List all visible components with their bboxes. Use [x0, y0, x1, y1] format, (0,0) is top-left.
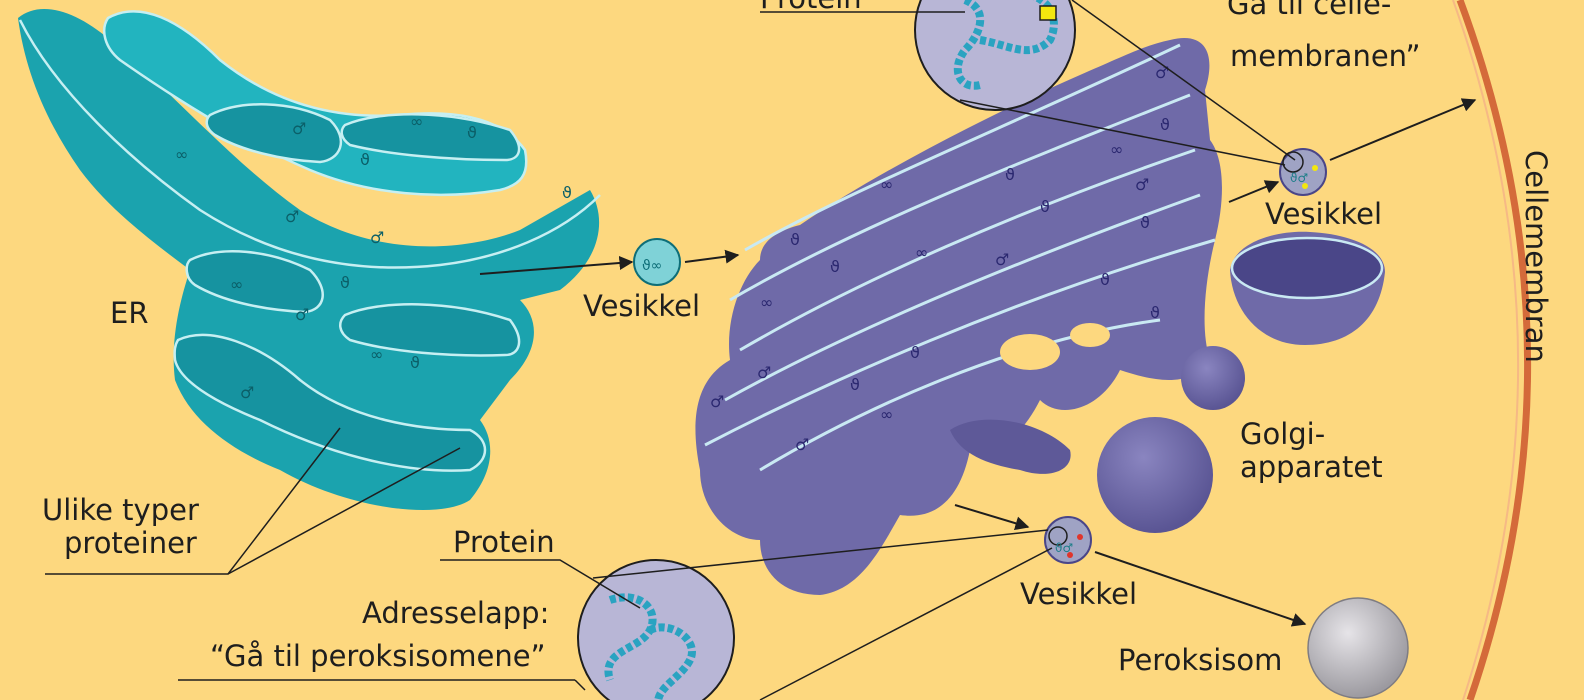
svg-text:ϑ: ϑ [1160, 115, 1170, 134]
svg-text:ϑ♂: ϑ♂ [1055, 541, 1073, 555]
zoom-circle-top [914, 0, 1076, 111]
svg-text:ϑ♂: ϑ♂ [1290, 171, 1308, 185]
label-vesicle-bottom: Vesikkel [1020, 577, 1138, 611]
label-cell-membrane: Cellemembran [1519, 150, 1553, 363]
svg-text:♂: ♂ [292, 119, 306, 138]
vesicle-to-membrane: ϑ♂ [1279, 148, 1327, 196]
svg-text:∞: ∞ [370, 345, 383, 364]
label-proteins-line1: Ulike typer [42, 493, 199, 527]
golgi-large-sphere [1097, 417, 1213, 533]
svg-text:ϑ: ϑ [910, 343, 920, 362]
label-golgi: Golgi- apparatet [1240, 417, 1383, 485]
svg-text:∞: ∞ [915, 243, 928, 262]
golgi-cup [1230, 231, 1385, 345]
label-tag-bottom-line1: Adresselapp: [362, 596, 550, 630]
svg-text:∞: ∞ [880, 405, 893, 424]
cell-membrane [1452, 0, 1532, 700]
golgi-small-sphere [1181, 346, 1245, 410]
label-proteins-line2: proteiner [64, 526, 197, 561]
vesicle-to-peroxisome: ϑ♂ [1044, 516, 1092, 564]
golgi-apparatus: ∞ ♂ ϑ ϑ ∞ ϑ ∞ ϑ ϑ ♂ ∞ ♂ ϑ ϑ ♂ ϑ ϑ ∞ ♂ ♂ … [695, 38, 1222, 596]
label-tag-top-line1: “Gå til celle- [1213, 0, 1392, 21]
svg-text:ϑ: ϑ [562, 183, 572, 202]
svg-text:ϑ: ϑ [410, 353, 420, 372]
svg-text:∞: ∞ [175, 145, 188, 164]
svg-text:ϑ∞: ϑ∞ [642, 258, 662, 274]
label-golgi-line2: apparatet [1240, 450, 1383, 485]
svg-text:ϑ: ϑ [1100, 270, 1110, 289]
label-golgi-line1: Golgi- [1240, 417, 1326, 451]
label-tag-top-line2: membranen” [1230, 39, 1421, 73]
svg-text:♂: ♂ [1135, 175, 1149, 194]
label-protein-top: Protein [760, 0, 862, 15]
svg-text:ϑ: ϑ [1005, 165, 1015, 184]
svg-text:∞: ∞ [880, 175, 893, 194]
svg-text:∞: ∞ [760, 293, 773, 312]
label-protein-bottom: Protein [453, 525, 555, 559]
label-peroxisome: Peroksisom [1118, 643, 1283, 677]
svg-text:♂: ♂ [285, 207, 299, 226]
svg-text:∞: ∞ [230, 275, 243, 294]
svg-text:ϑ: ϑ [1140, 213, 1150, 232]
peroxisome [1307, 597, 1409, 699]
label-tag-bottom-line2: “Gå til peroksisomene” [210, 639, 546, 673]
svg-text:ϑ: ϑ [1040, 197, 1050, 216]
label-proteins: Ulike typer proteiner [42, 493, 199, 561]
zoom-circle-bottom [577, 559, 735, 700]
endoplasmic-reticulum: ♂ ∞ ϑ ∞ ϑ ♂ ♂ ∞ ϑ ♂ ∞ ϑ ♂ ϑ [18, 9, 601, 510]
svg-text:ϑ: ϑ [1150, 303, 1160, 322]
svg-text:♂: ♂ [995, 250, 1009, 269]
svg-text:∞: ∞ [1110, 140, 1123, 159]
label-vesicle-er: Vesikkel [583, 289, 701, 323]
label-er: ER [110, 296, 149, 330]
svg-text:♂: ♂ [795, 435, 809, 454]
svg-text:ϑ: ϑ [360, 150, 370, 169]
svg-text:♂: ♂ [370, 228, 384, 247]
leader-lines [45, 0, 1477, 700]
svg-text:ϑ: ϑ [340, 273, 350, 292]
svg-text:♂: ♂ [240, 383, 254, 402]
svg-text:ϑ: ϑ [790, 230, 800, 249]
label-vesicle-top: Vesikkel [1265, 197, 1383, 231]
svg-text:♂: ♂ [1155, 63, 1169, 82]
svg-text:ϑ: ϑ [850, 375, 860, 394]
address-tag-yellow [1039, 5, 1057, 21]
svg-text:ϑ: ϑ [830, 257, 840, 276]
svg-text:∞: ∞ [410, 112, 423, 131]
vesicle-er-golgi: ϑ∞ [633, 238, 681, 286]
svg-text:ϑ: ϑ [467, 123, 477, 142]
svg-text:♂: ♂ [295, 305, 309, 324]
svg-text:♂: ♂ [757, 363, 771, 382]
svg-text:♂: ♂ [710, 392, 724, 411]
